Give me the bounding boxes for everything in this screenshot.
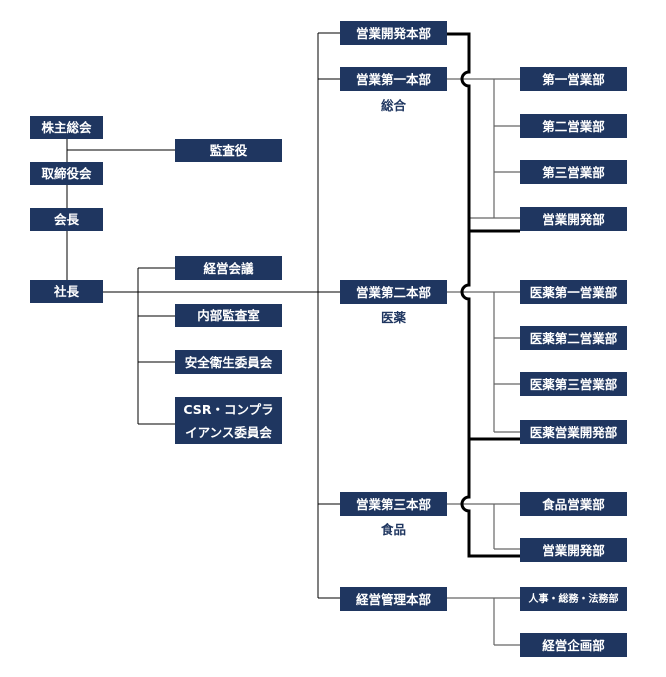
dept-box: 食品営業部	[520, 492, 627, 516]
dept-box: 第二営業部	[520, 114, 627, 138]
president-box: 社長	[30, 280, 103, 303]
hq-box-admin: 経営管理本部	[340, 587, 447, 611]
hq-label: 食品	[380, 522, 406, 537]
dept-box: 第三営業部	[520, 160, 627, 184]
chairman-box: 会長	[30, 208, 103, 231]
hq-label: 総合	[380, 98, 406, 113]
dept-box: 経営企画部	[520, 633, 627, 657]
committee-box: 内部監査室	[175, 304, 282, 327]
dept-box: 医薬第三営業部	[520, 372, 627, 396]
hq-box-dev: 営業開発本部	[340, 21, 447, 45]
csr-compliance-box: CSR・コンプライアンス委員会	[175, 397, 282, 444]
dept-box: 営業開発部	[520, 538, 627, 562]
hq-label: 医薬	[380, 310, 406, 325]
hq-box-third: 営業第三本部	[340, 492, 447, 516]
dept-box: 人事・総務・法務部	[520, 587, 627, 611]
committee-box: 経営会議	[175, 256, 282, 280]
shareholders-box: 株主総会	[30, 116, 103, 139]
committee-box: 安全衛生委員会	[175, 350, 282, 374]
board-box: 取締役会	[30, 162, 103, 185]
dept-box: 営業開発部	[520, 207, 627, 231]
dept-box: 第一営業部	[520, 67, 627, 91]
dept-box: 医薬第二営業部	[520, 326, 627, 350]
csr-line: CSR・コンプラ	[183, 401, 274, 417]
dept-box: 医薬第一営業部	[520, 280, 627, 304]
hq-box-second: 営業第二本部	[340, 280, 447, 304]
csr-line: イアンス委員会	[185, 424, 272, 440]
auditor-box: 監査役	[175, 139, 282, 162]
dept-box: 医薬営業開発部	[520, 420, 627, 444]
hq-box-first: 営業第一本部	[340, 67, 447, 91]
